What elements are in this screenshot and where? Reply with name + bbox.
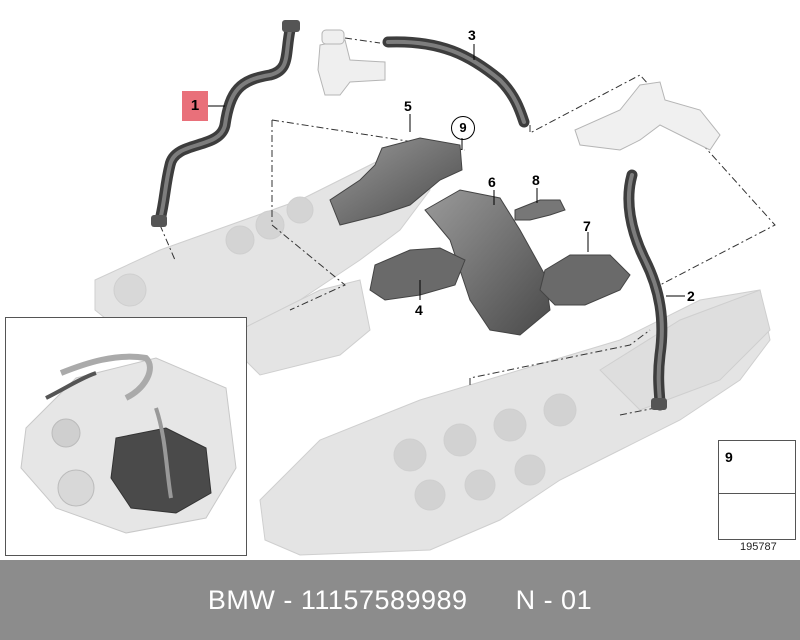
callout-part-2[interactable]: 2 [687, 288, 695, 304]
heat-shield-part-4[interactable] [369, 247, 466, 301]
callout-part-3[interactable]: 3 [468, 27, 476, 43]
footer-bar: BMW - 11157589989 N - 01 [0, 560, 800, 640]
callout-part-9[interactable]: 9 [451, 116, 475, 140]
legend-part-number: 9 [725, 449, 733, 465]
engine-overview-drawing [20, 353, 237, 534]
heat-shield-part-7[interactable] [539, 254, 631, 306]
callout-part-5[interactable]: 5 [404, 98, 412, 114]
legend-divider [719, 493, 795, 494]
callout-part-6[interactable]: 6 [488, 174, 496, 190]
upper-connector-fitting [317, 29, 386, 96]
diagram-reference-number: 195787 [740, 541, 777, 553]
fastener-legend-box: 9 [718, 440, 796, 540]
exploded-parts-diagram [94, 20, 783, 556]
leader-lines [208, 44, 685, 300]
hose-1-clamp-bottom [151, 215, 167, 227]
engine-overview-inset [5, 317, 247, 556]
callout-part-7[interactable]: 7 [583, 218, 591, 234]
callout-part-1[interactable]: 1 [182, 91, 208, 121]
hose-1-clamp-top [282, 20, 300, 32]
callout-part-8[interactable]: 8 [532, 172, 540, 188]
heat-shield-part-5[interactable] [329, 137, 463, 226]
hose-2-clamp-bottom [651, 398, 667, 410]
lower-engine-block [259, 289, 771, 556]
callout-part-4[interactable]: 4 [415, 302, 423, 318]
bracket-part-8[interactable] [514, 199, 566, 221]
assembly-lines [159, 37, 776, 416]
footer-part-number-text: BMW - 11157589989 N - 01 [207, 584, 593, 615]
right-connector-fitting [574, 81, 721, 151]
